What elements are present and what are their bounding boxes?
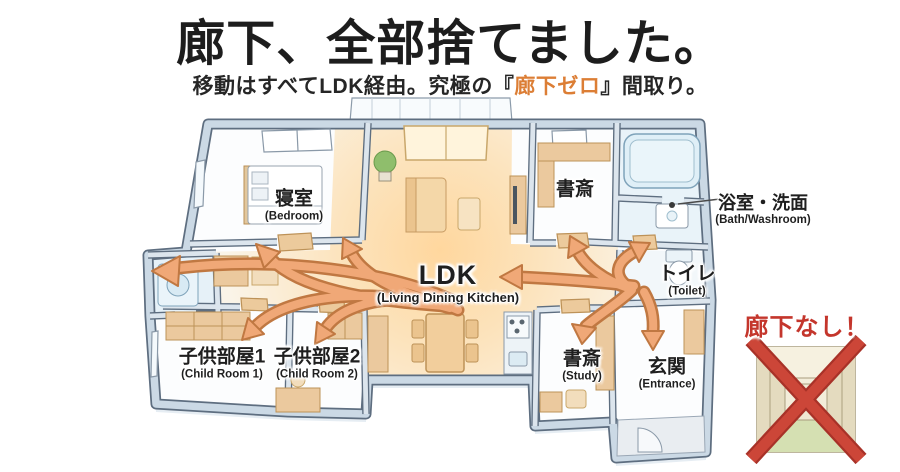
- room-label-entrance: 玄関 (Entrance): [639, 356, 696, 391]
- windows: [150, 125, 588, 378]
- room-label-bath-jp: 浴室・洗面: [718, 193, 808, 214]
- room-label-child2: 子供部屋2 (Child Room 2): [274, 346, 361, 381]
- no-hallway-stamp-label: 廊下なし！: [745, 314, 870, 342]
- room-label-toilet: トイレ (Toilet): [658, 263, 715, 298]
- room-label-entrance-jp: 玄関: [647, 356, 686, 378]
- room-label-study-top-jp: 書斎: [555, 179, 595, 201]
- room-label-bath: 浴室・洗面 (Bath/Washroom): [715, 193, 810, 227]
- room-label-toilet-en: (Toilet): [668, 285, 706, 298]
- room-label-bath-en: (Bath/Washroom): [715, 213, 811, 226]
- room-label-bedroom-jp: 寝室: [274, 188, 314, 210]
- room-label-bedroom-en: (Bedroom): [264, 210, 324, 223]
- outer-walls: [142, 118, 717, 464]
- subtitle-highlight: 廊下ゼロ: [514, 75, 601, 98]
- furniture: [157, 133, 706, 457]
- room-label-toilet-jp: トイレ: [658, 263, 716, 285]
- room-label-entrance-en: (Entrance): [638, 378, 696, 391]
- room-label-ldk-jp: LDK: [418, 260, 478, 291]
- room-label-child1-jp: 子供部屋1: [178, 346, 266, 368]
- room-label-ldk-en: (Living Dining Kitchen): [376, 290, 520, 306]
- ldk-flow-arrows: [151, 235, 665, 351]
- balcony: [349, 97, 513, 123]
- room-label-child1: 子供部屋1 (Child Room 1): [179, 346, 266, 381]
- red-x-mark: [745, 334, 867, 465]
- page-subtitle: 移動はすべてLDK経由。究極の『廊下ゼロ』間取り。: [0, 70, 900, 100]
- no-hallway-graphic: [745, 334, 867, 465]
- room-label-child2-jp: 子供部屋2: [273, 346, 361, 368]
- room-label-study-jp: 書斎: [562, 348, 602, 370]
- no-hallway-stamp-text: 廊下なし！: [744, 314, 870, 342]
- subtitle-prefix: 移動はすべてLDK経由。究極の『: [192, 75, 515, 98]
- room-label-child2-en: (Child Room 2): [276, 368, 358, 381]
- room-label-ldk: LDK (Living Dining Kitchen): [377, 260, 519, 306]
- subtitle-suffix: 』間取り。: [600, 75, 708, 98]
- room-label-bedroom: 寝室 (Bedroom): [265, 188, 323, 223]
- room-label-study: 書斎 (Study): [562, 348, 602, 383]
- page-title: 廊下、全部捨てました。: [176, 17, 724, 71]
- room-label-study-top: 書斎: [556, 179, 594, 201]
- room-label-child1-en: (Child Room 1): [181, 368, 263, 381]
- room-label-study-en: (Study): [562, 370, 602, 383]
- bath-callout-line: [669, 198, 721, 208]
